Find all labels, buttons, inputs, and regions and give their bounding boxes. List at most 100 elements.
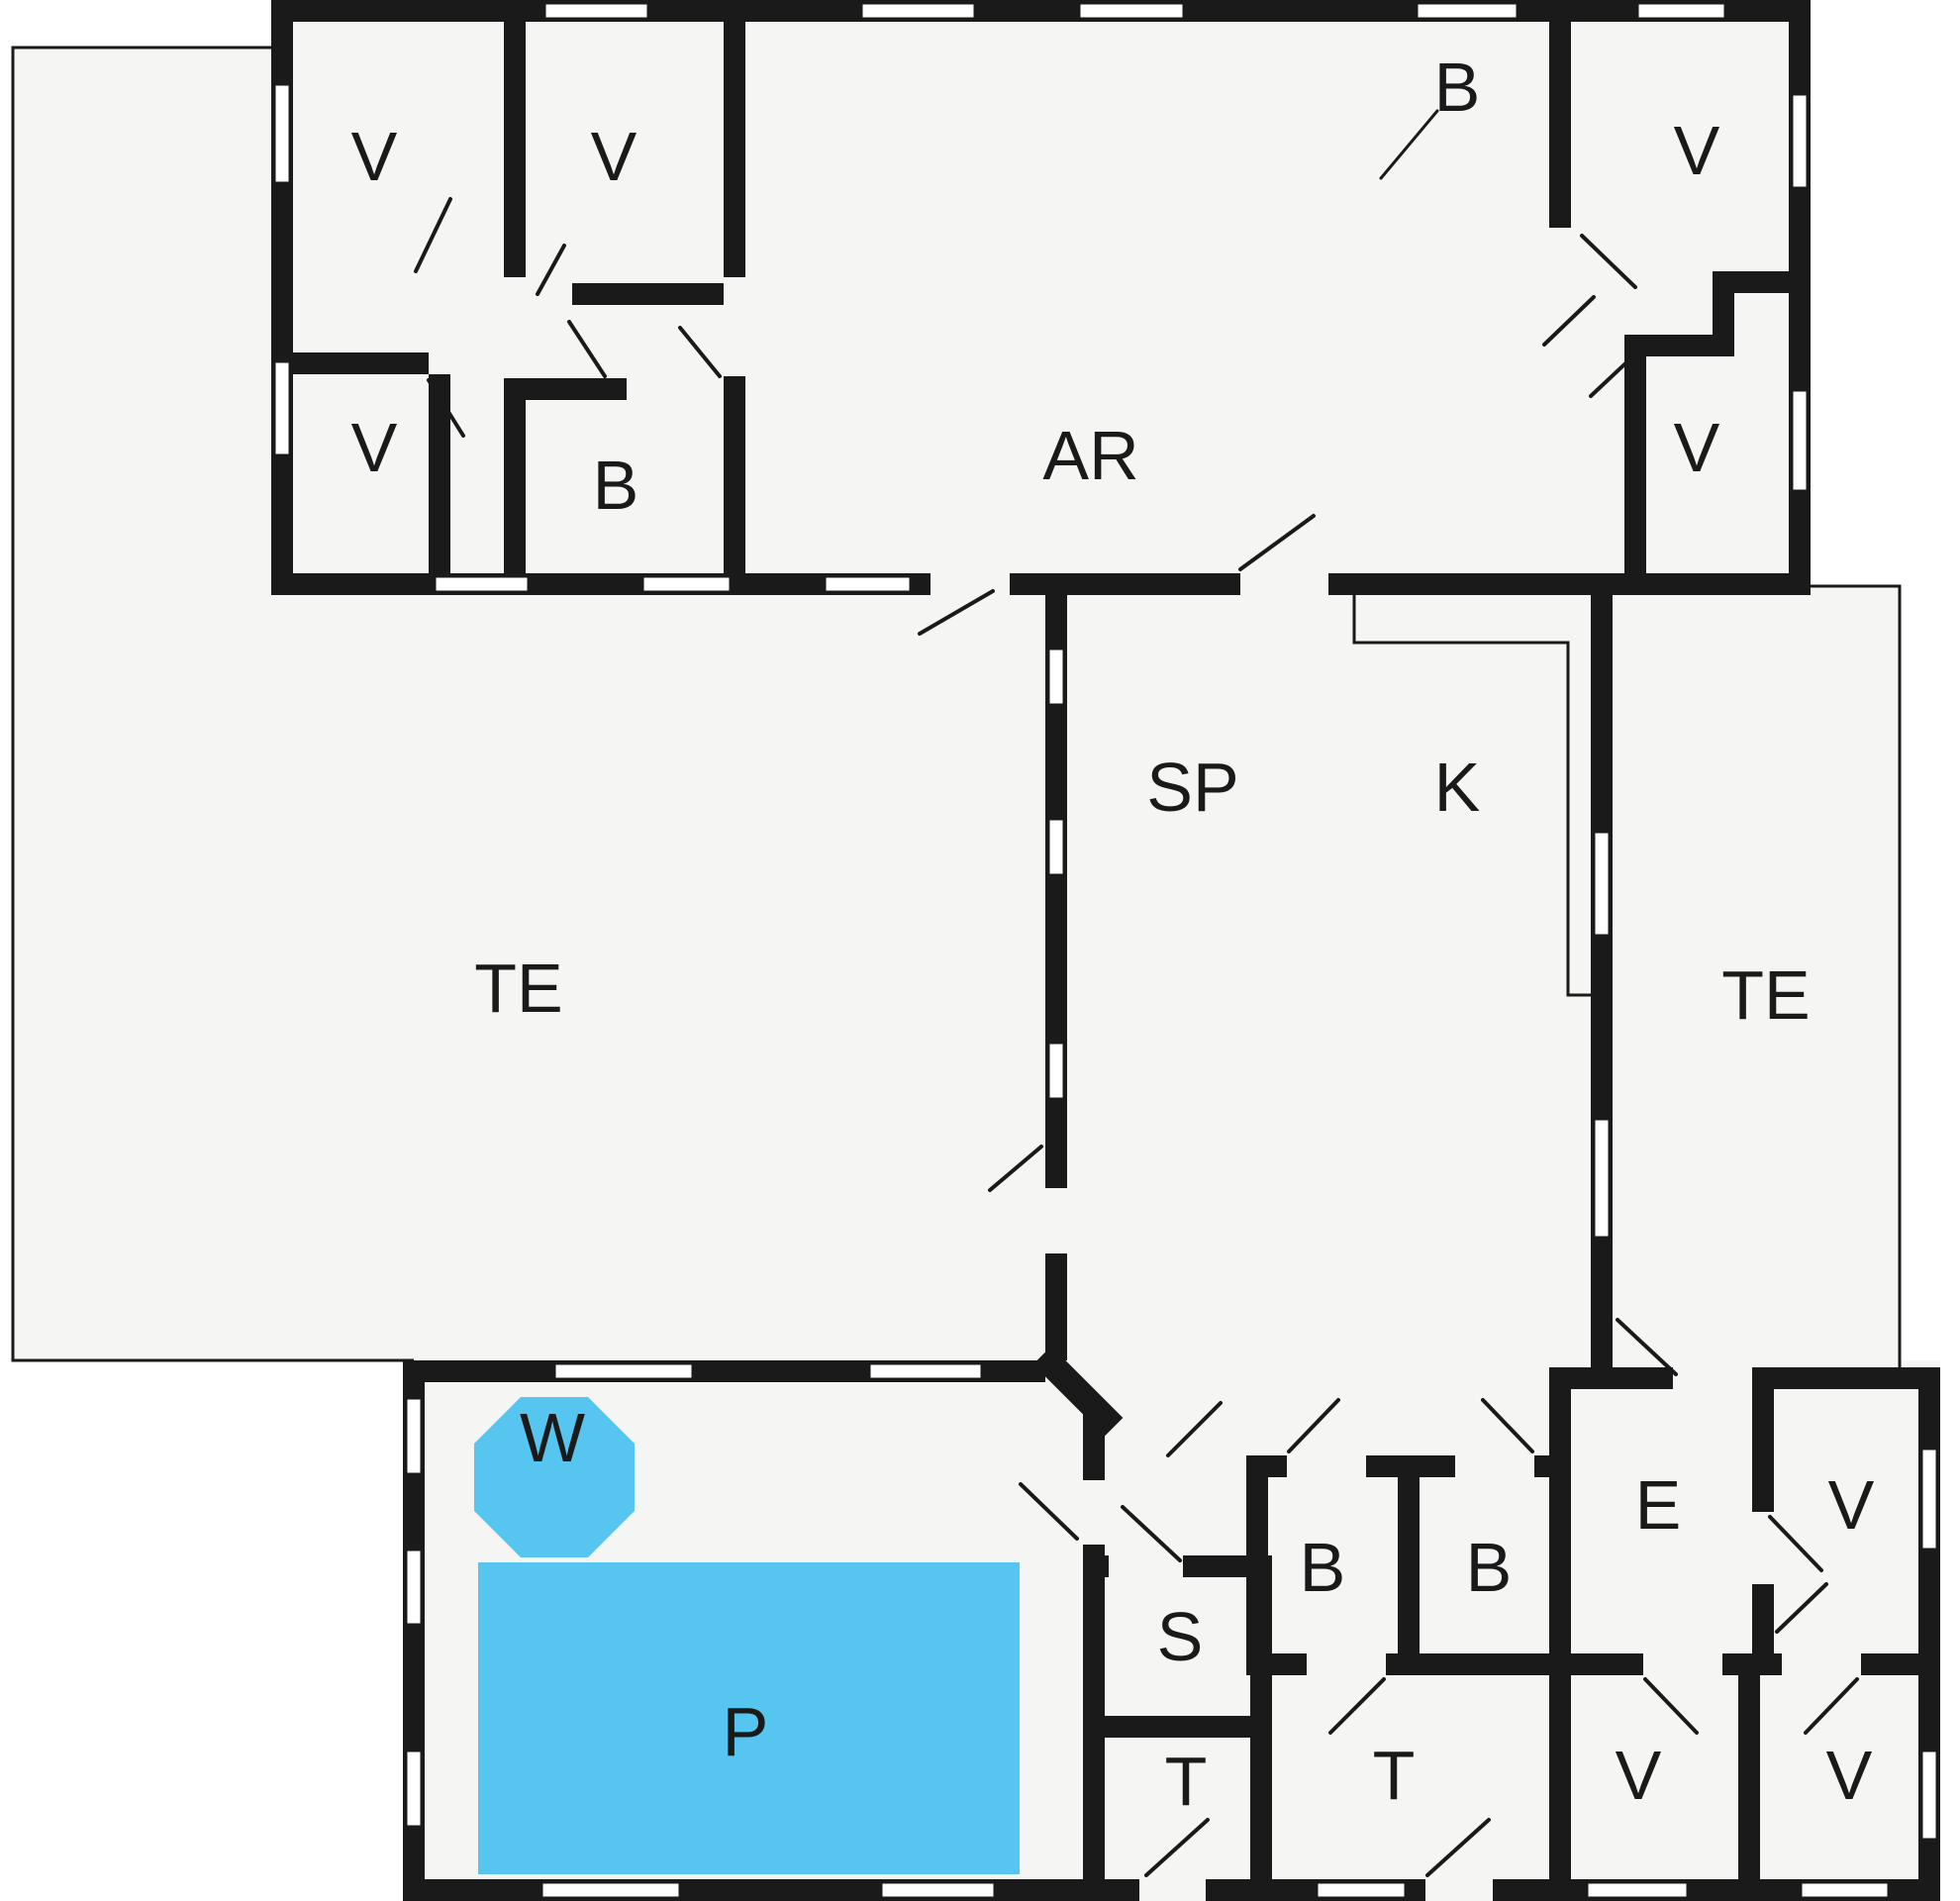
door-opening (1307, 1653, 1386, 1675)
room-label-bedroom-ne-lower: V (1674, 409, 1720, 486)
door-swing-line (988, 1145, 1043, 1192)
room-label-dining: SP (1146, 749, 1238, 826)
room-label-bedroom-nw1: V (351, 118, 398, 195)
door-opening (931, 573, 1010, 595)
door-swing-line (1481, 1398, 1534, 1453)
door-swing-line (567, 320, 607, 378)
room-label-pool: P (723, 1693, 769, 1770)
window (1315, 1880, 1408, 1900)
wall-segment (504, 400, 526, 595)
window (823, 574, 913, 594)
door-swing-line (1643, 1677, 1699, 1735)
window (1046, 1041, 1066, 1101)
door-opening (627, 378, 724, 400)
wall-segment (504, 22, 526, 277)
room-label-tech-left: T (1165, 1743, 1208, 1820)
door-swing-line (1019, 1482, 1079, 1541)
wall-segment (429, 374, 450, 595)
window (640, 574, 733, 594)
door-swing-line (1425, 1818, 1491, 1877)
main-building-floor (271, 0, 1811, 595)
wall-segment (1738, 1675, 1760, 1901)
door-swing-line (1804, 1677, 1859, 1735)
window (1635, 1, 1727, 21)
room-label-kitchen: K (1434, 749, 1481, 826)
room-labels: V V V B AR B V V SP K TE TE W P S B B E … (351, 49, 1875, 1820)
room-label-bedroom-ne-upper: V (1674, 112, 1720, 189)
door-opening (1673, 1367, 1752, 1389)
door-swing-line (414, 197, 452, 273)
door-opening (1109, 1555, 1183, 1577)
window (1919, 1447, 1939, 1551)
terrace-east-outline (1811, 584, 1902, 1367)
room-label-bedroom-s-right: V (1826, 1737, 1873, 1814)
thin-outlines (11, 46, 1902, 1367)
room-label-terrace-east: TE (1721, 956, 1810, 1034)
window (1585, 1880, 1690, 1900)
wall-segment (1398, 1477, 1420, 1675)
door-swing-line (427, 378, 465, 438)
wall-segment (1549, 1653, 1940, 1675)
windows (272, 1, 1939, 1900)
window (542, 1, 650, 21)
window (272, 359, 292, 457)
window (1592, 1117, 1612, 1240)
window (1046, 817, 1066, 877)
window (1790, 388, 1810, 493)
door-swing-line (1616, 1318, 1678, 1376)
bath-ne-leader-line (1379, 109, 1439, 180)
wall-segment (1549, 22, 1571, 228)
room-label-bedroom-east: V (1828, 1466, 1875, 1544)
door-opening (1752, 1512, 1774, 1584)
door-openings (627, 277, 1861, 1901)
door-swing-line (1238, 514, 1316, 571)
wall-segment (1591, 573, 1613, 1389)
wall-segment (1083, 1716, 1250, 1738)
door-opening (1287, 1455, 1366, 1477)
door-swing-line (1580, 234, 1637, 289)
door-swing-line (1144, 1818, 1210, 1877)
water-features (474, 1397, 1020, 1874)
room-label-sauna: S (1157, 1598, 1204, 1675)
door-opening (1782, 1653, 1861, 1675)
window (404, 1396, 424, 1476)
window (1592, 830, 1612, 938)
door-swing-line (1589, 350, 1640, 398)
south-wing-floor (1083, 1360, 1940, 1901)
door-swing-line (918, 589, 995, 636)
door-swing-line (1542, 295, 1596, 347)
window (867, 1361, 984, 1381)
room-label-bath-nw: B (593, 447, 639, 524)
wall-segment (1246, 1653, 1549, 1675)
room-label-bath-s-right: B (1466, 1529, 1513, 1606)
door-swing-line (1328, 1677, 1386, 1735)
room-label-whirlpool: W (520, 1399, 585, 1476)
window (1799, 1880, 1891, 1900)
window (1919, 1749, 1939, 1842)
room-label-entrance: E (1635, 1466, 1682, 1544)
window (272, 82, 292, 185)
window (433, 574, 531, 594)
room-label-bedroom-s-left: V (1616, 1737, 1662, 1814)
door-swing-line (536, 244, 566, 296)
wall-segment (1624, 335, 1646, 595)
window (879, 1880, 997, 1900)
wall-segment (1250, 1555, 1272, 1901)
door-opening (1643, 1653, 1722, 1675)
pool-shape (478, 1562, 1020, 1874)
door-swing-line (1775, 1582, 1828, 1634)
room-label-bath-s-left: B (1300, 1529, 1346, 1606)
door-swing-line (1287, 1398, 1340, 1453)
window (1415, 1, 1519, 21)
door-swing-line (1121, 1505, 1182, 1562)
wall-segment (1549, 1389, 1571, 1901)
terrace-east-floor (1613, 586, 1900, 1367)
window (552, 1361, 695, 1381)
terrace-west-outline (11, 46, 414, 1362)
room-label-terrace-west: TE (474, 950, 562, 1027)
door-swing-line (1166, 1401, 1223, 1457)
room-label-bedroom-nw3: V (351, 409, 398, 486)
door-opening (1240, 573, 1328, 595)
